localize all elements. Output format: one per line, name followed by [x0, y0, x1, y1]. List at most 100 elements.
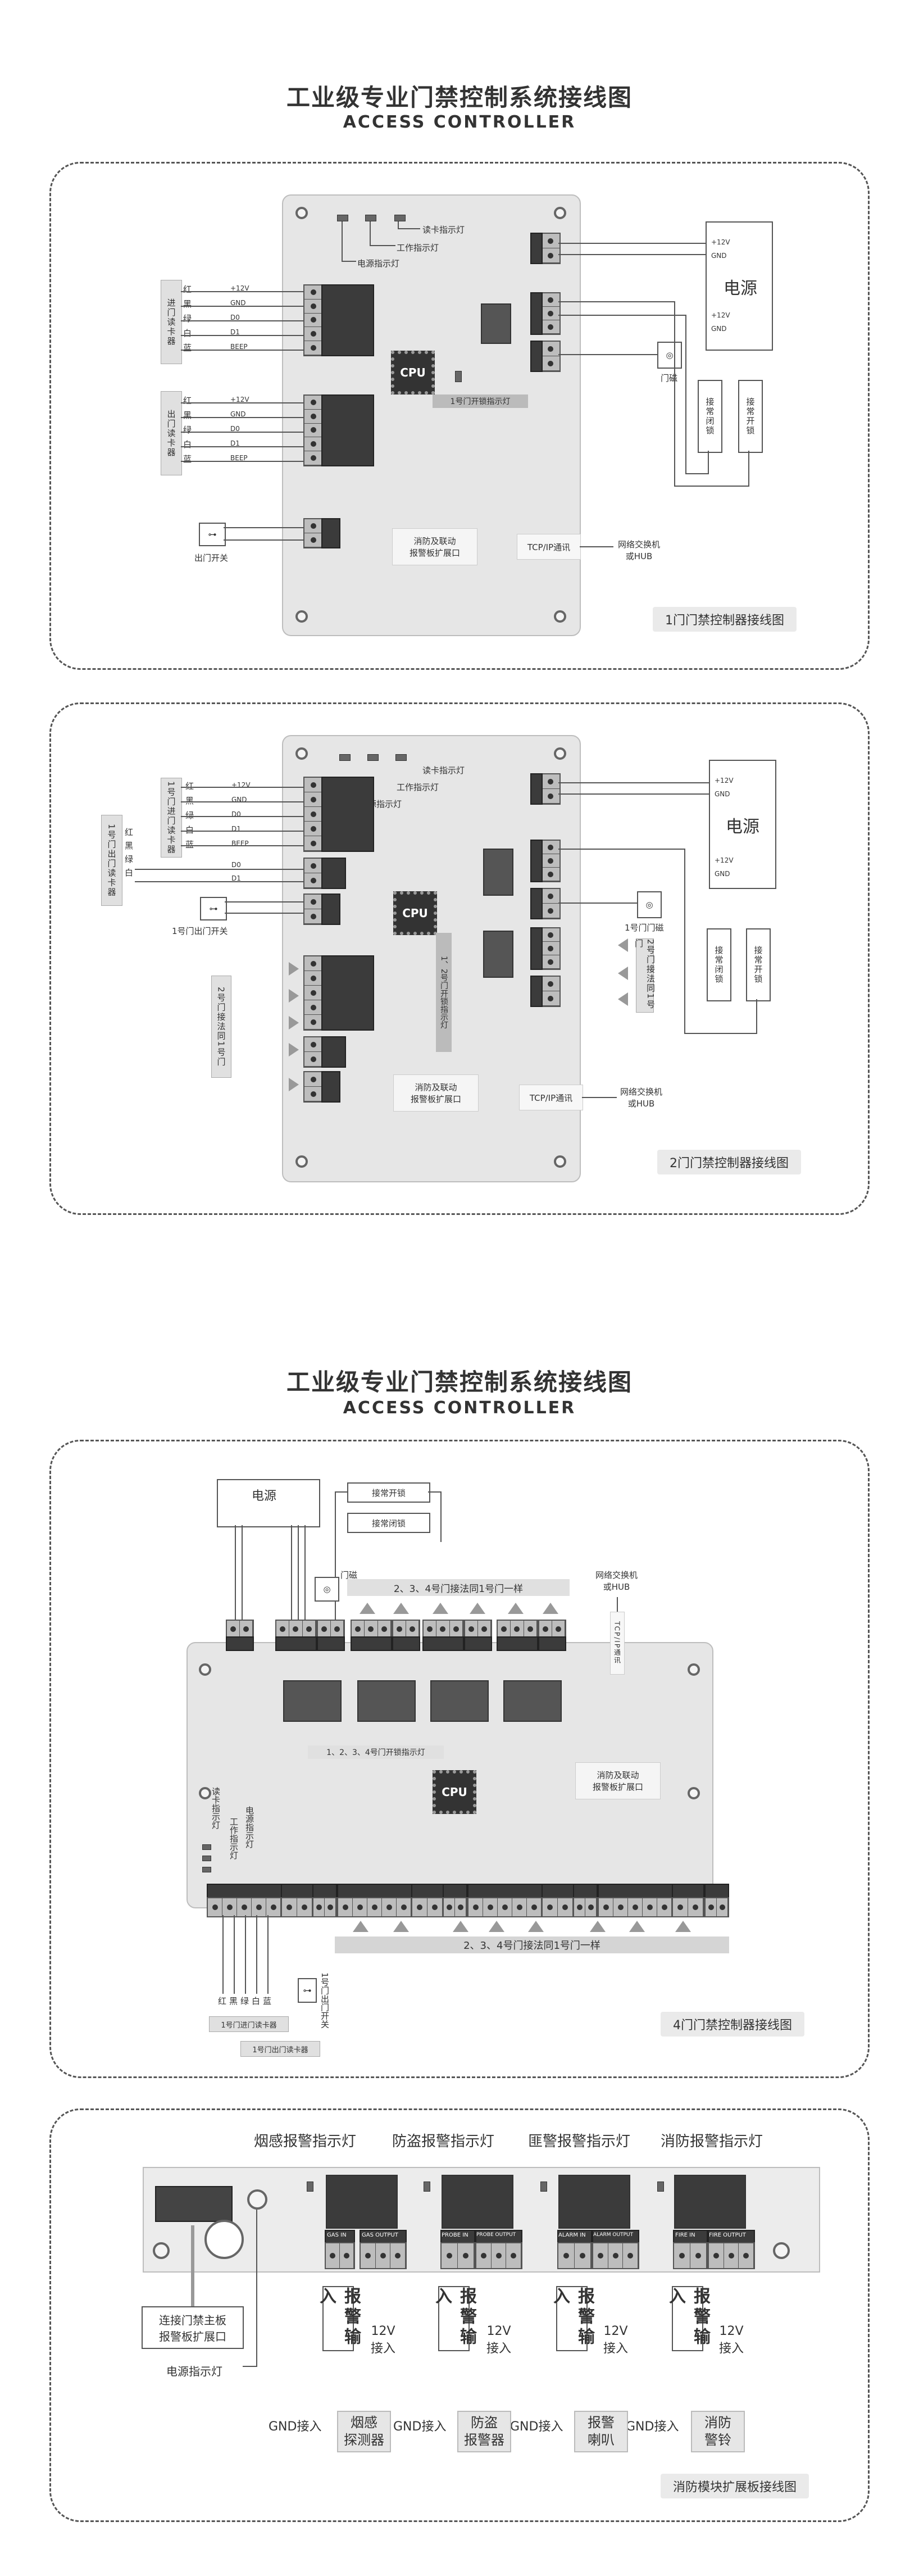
power-led-label: 电源指示灯 — [244, 1806, 254, 1848]
fire-in-terminal — [673, 2242, 708, 2269]
power-terminal — [540, 773, 561, 805]
mount-hole — [295, 610, 308, 623]
wire-color-green: 绿 — [183, 425, 192, 435]
arrow-icon — [590, 1921, 606, 1932]
power-12v-label: +12V — [715, 777, 734, 784]
diagram-4-caption: 4门门禁控制器接线图 — [661, 2012, 804, 2037]
tcp-label: TCP/IP通讯 — [517, 534, 581, 560]
work-led-label: 工作指示灯 — [397, 243, 439, 253]
cpu-chip: CPU — [433, 1770, 476, 1814]
arrow-icon — [393, 1603, 409, 1614]
mount-hole — [554, 610, 566, 623]
reader-in-label: 1号门进门读卡器 — [209, 2016, 289, 2032]
indicator-theft-label: 防盗报警指示灯 — [392, 2133, 495, 2150]
wire-color-red: 红 — [218, 1996, 227, 2006]
wire-color-white: 白 — [183, 328, 192, 338]
reader1-terminal — [303, 777, 324, 852]
reader2b-terminal — [303, 1036, 324, 1068]
door2-same-label: 2号门接法同1号门 — [211, 976, 231, 1078]
relay-led-label: 1号门开锁指示灯 — [433, 394, 528, 408]
alarm-in-terminal — [557, 2242, 592, 2269]
door2-same-right-label: 2号门接法同1号门 — [634, 938, 656, 1013]
lock-no-box: 接常开锁 — [347, 1482, 430, 1503]
reader4b-block — [672, 1884, 704, 1899]
power-12v-out-label: +12V — [711, 311, 730, 319]
exit-button-icon: ⊶ — [298, 1978, 317, 2003]
arrow-icon — [618, 967, 628, 980]
magnet4-block — [538, 1636, 566, 1651]
power-led — [202, 1867, 211, 1872]
power-led-label: 电源指示灯 — [166, 2365, 222, 2378]
wire-signal-d0: D0 — [230, 425, 240, 433]
alarm-out-label: ALARM OUTPUT — [593, 2232, 634, 2238]
arrow-icon — [508, 1603, 524, 1614]
mount-hole — [199, 1787, 211, 1799]
reader1-block — [321, 777, 374, 852]
page-title-1: 工业级专业门禁控制系统接线图 — [286, 84, 633, 111]
lock1-terminal — [540, 840, 561, 882]
fire-in-label: FIRE IN — [675, 2232, 695, 2238]
arrow-icon — [433, 1603, 448, 1614]
magnet3-terminal — [464, 1620, 492, 1639]
magnet-icon: ◎ — [637, 891, 662, 918]
work-led — [202, 1856, 211, 1861]
indicator-robbery-label: 匪警报警指示灯 — [528, 2133, 631, 2150]
arrow-icon — [618, 992, 628, 1006]
power-supply-box — [706, 221, 773, 351]
magnet2-terminal — [540, 976, 561, 1007]
power-12v-out-label: +12V — [715, 856, 734, 864]
arrow-icon — [470, 1603, 485, 1614]
wire-color-white: 白 — [252, 1996, 261, 2006]
reader1b-block — [321, 858, 346, 889]
card-read-led-label: 读卡指示灯 — [211, 1787, 221, 1829]
wire-signal-12v: +12V — [230, 396, 249, 403]
wire-color-red: 红 — [125, 827, 134, 837]
mount-hole — [554, 747, 566, 760]
wire-signal-d0: D0 — [231, 861, 241, 869]
relay-chip-fire — [674, 2175, 746, 2229]
lock-no-box: 接常开锁 — [746, 928, 771, 1001]
wire-color-black: 黑 — [183, 410, 192, 420]
reader2-block — [321, 955, 374, 1031]
cpu-chip: CPU — [391, 351, 435, 394]
exit3-block — [573, 1884, 598, 1899]
arrow-icon — [489, 1921, 504, 1932]
mount-hole — [688, 1787, 700, 1799]
lock-no-box: 接常开锁 — [738, 380, 763, 453]
wire-signal-beep: BEEP — [230, 454, 248, 462]
card-read-led-label: 读卡指示灯 — [422, 225, 465, 235]
mount-hole — [295, 207, 308, 219]
wire-signal-beep: BEEP — [230, 343, 248, 351]
wire-color-white: 白 — [183, 439, 192, 450]
reader2-terminal — [337, 1897, 412, 1917]
relay-chip-robbery — [558, 2175, 630, 2229]
smoke-12v-input: 12V 接入 — [371, 2324, 396, 2356]
power-gnd-out-label: GND — [715, 870, 730, 878]
power-supply-label: 电源 — [252, 1489, 277, 1503]
wire-color-green: 绿 — [185, 810, 194, 820]
relay-chip-1 — [283, 1680, 342, 1722]
wire-color-green: 绿 — [240, 1996, 249, 2006]
exit2-block — [321, 1071, 340, 1103]
lock1-terminal — [275, 1620, 317, 1639]
expansion-port-label: 消防及联动 报警板扩展口 — [575, 1762, 661, 1799]
arrow-icon — [289, 1078, 299, 1091]
theft-alarm-device: 防盗 报警器 — [457, 2411, 511, 2452]
theft-alarm-input: 报警输入 — [432, 2286, 476, 2351]
magnet1-block — [317, 1636, 345, 1651]
lock-nc-box: 接常闭锁 — [707, 928, 731, 1001]
arrow-icon — [618, 938, 628, 952]
wire-color-blue: 蓝 — [183, 343, 192, 353]
switch-label: 网络交换机 或HUB — [595, 1570, 638, 1592]
alarm-out-terminal — [592, 2242, 639, 2269]
robbery-led — [540, 2182, 547, 2192]
indicator-smoke-label: 烟感报警指示灯 — [254, 2133, 357, 2150]
theft-12v-input: 12V 接入 — [486, 2324, 512, 2356]
same-bottom-label: 2、3、4号门接法同1号门一样 — [335, 1936, 729, 1953]
work-led-label: 工作指示灯 — [397, 782, 439, 792]
arrow-icon — [543, 1603, 558, 1614]
reader-out-block — [321, 394, 374, 466]
lock-block — [530, 292, 543, 335]
probe-in-label: PROBE IN — [442, 2232, 468, 2238]
wire-signal-d0: D0 — [230, 314, 240, 321]
